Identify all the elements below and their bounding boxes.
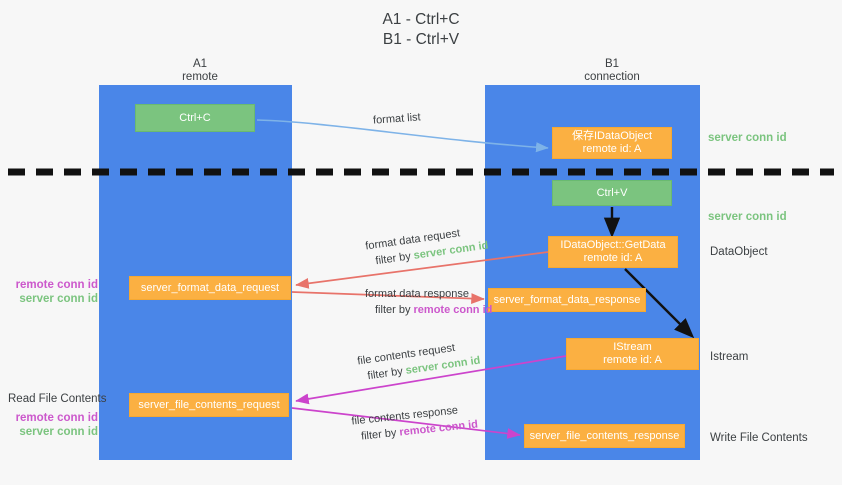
node-server-format-data-response-label: server_format_data_response: [493, 293, 641, 306]
filter-prefix: filter by: [374, 249, 415, 268]
node-idataobject-getdata-label: IDataObject::GetData: [560, 239, 666, 251]
label-dataobject: DataObject: [710, 246, 768, 258]
label-remote-conn-id-upper: remote conn id: [15, 279, 98, 291]
node-ctrl-v[interactable]: Ctrl+V: [552, 180, 672, 206]
label-server-conn-id-upper: server conn id: [19, 293, 98, 305]
node-server-file-contents-response-label: server_file_contents_response: [529, 429, 680, 442]
filter-prefix: filter by: [366, 364, 407, 383]
node-istream-sublabel: remote id: A: [603, 354, 662, 366]
arrow-format-data-request: [295, 251, 549, 289]
column-a1-name: A1: [192, 58, 208, 70]
arrow-format-list: [256, 119, 549, 153]
node-istream[interactable]: IStream remote id: A: [566, 338, 699, 370]
annotation-format-data-response-filter: filter by remote conn id: [375, 302, 492, 318]
arrow-file-contents-request: [295, 355, 567, 405]
label-istream: Istream: [710, 351, 749, 363]
node-ctrl-c[interactable]: Ctrl+C: [135, 104, 255, 132]
filter-prefix: filter by: [375, 304, 414, 316]
node-server-file-contents-request-label: server_file_contents_request: [138, 398, 280, 411]
node-save-idataobject[interactable]: 保存IDataObject remote id: A: [552, 127, 672, 159]
node-idataobject-getdata[interactable]: IDataObject::GetData remote id: A: [548, 236, 678, 268]
annotation-format-list: format list: [372, 111, 422, 127]
column-a1-subtitle: remote: [182, 71, 218, 83]
annotation-format-data-response-line1: format data response: [365, 288, 469, 300]
label-conn-ids-upper: remote conn id server conn id: [8, 278, 98, 306]
title-line-2: B1 - Ctrl+V: [382, 31, 460, 48]
node-server-format-data-request[interactable]: server_format_data_request: [129, 276, 291, 300]
filter-prefix: filter by: [360, 426, 401, 443]
label-conn-ids-lower: remote conn id server conn id: [8, 411, 98, 439]
filter-value-remote-conn-id: remote conn id: [413, 304, 493, 316]
node-server-file-contents-request[interactable]: server_file_contents_request: [129, 393, 289, 417]
node-idataobject-getdata-sublabel: remote id: A: [583, 252, 643, 264]
node-server-format-data-response[interactable]: server_format_data_response: [488, 288, 646, 312]
label-remote-conn-id-lower: remote conn id: [15, 412, 98, 424]
column-header-b1: B1 connection: [552, 58, 672, 84]
label-server-conn-id-lower: server conn id: [19, 426, 98, 438]
arrow-file-contents-response: [291, 407, 521, 439]
title-line-1: A1 - Ctrl+C: [382, 11, 460, 28]
arrow-format-data-response: [291, 291, 485, 304]
page-title: A1 - Ctrl+C B1 - Ctrl+V: [0, 10, 842, 50]
arrow-getdata-to-istream: [624, 268, 695, 339]
node-istream-label: IStream: [613, 341, 652, 353]
column-b1-subtitle: connection: [584, 71, 640, 83]
node-save-idataobject-sublabel: remote id: A: [582, 143, 642, 155]
node-save-idataobject-label: 保存IDataObject: [571, 130, 653, 142]
label-server-conn-id-top: server conn id: [708, 132, 787, 144]
node-server-format-data-request-label: server_format_data_request: [140, 281, 280, 294]
node-server-file-contents-response[interactable]: server_file_contents_response: [524, 424, 685, 448]
label-read-file-contents: Read File Contents: [8, 393, 107, 405]
annotation-format-data-response: format data response filter by remote co…: [365, 286, 492, 318]
node-ctrl-c-label: Ctrl+C: [179, 111, 211, 124]
column-header-a1: A1 remote: [140, 58, 260, 84]
label-server-conn-id-mid: server conn id: [708, 211, 787, 223]
column-b1-name: B1: [604, 58, 620, 70]
node-ctrl-v-label: Ctrl+V: [596, 186, 628, 199]
label-write-file-contents: Write File Contents: [710, 432, 808, 444]
